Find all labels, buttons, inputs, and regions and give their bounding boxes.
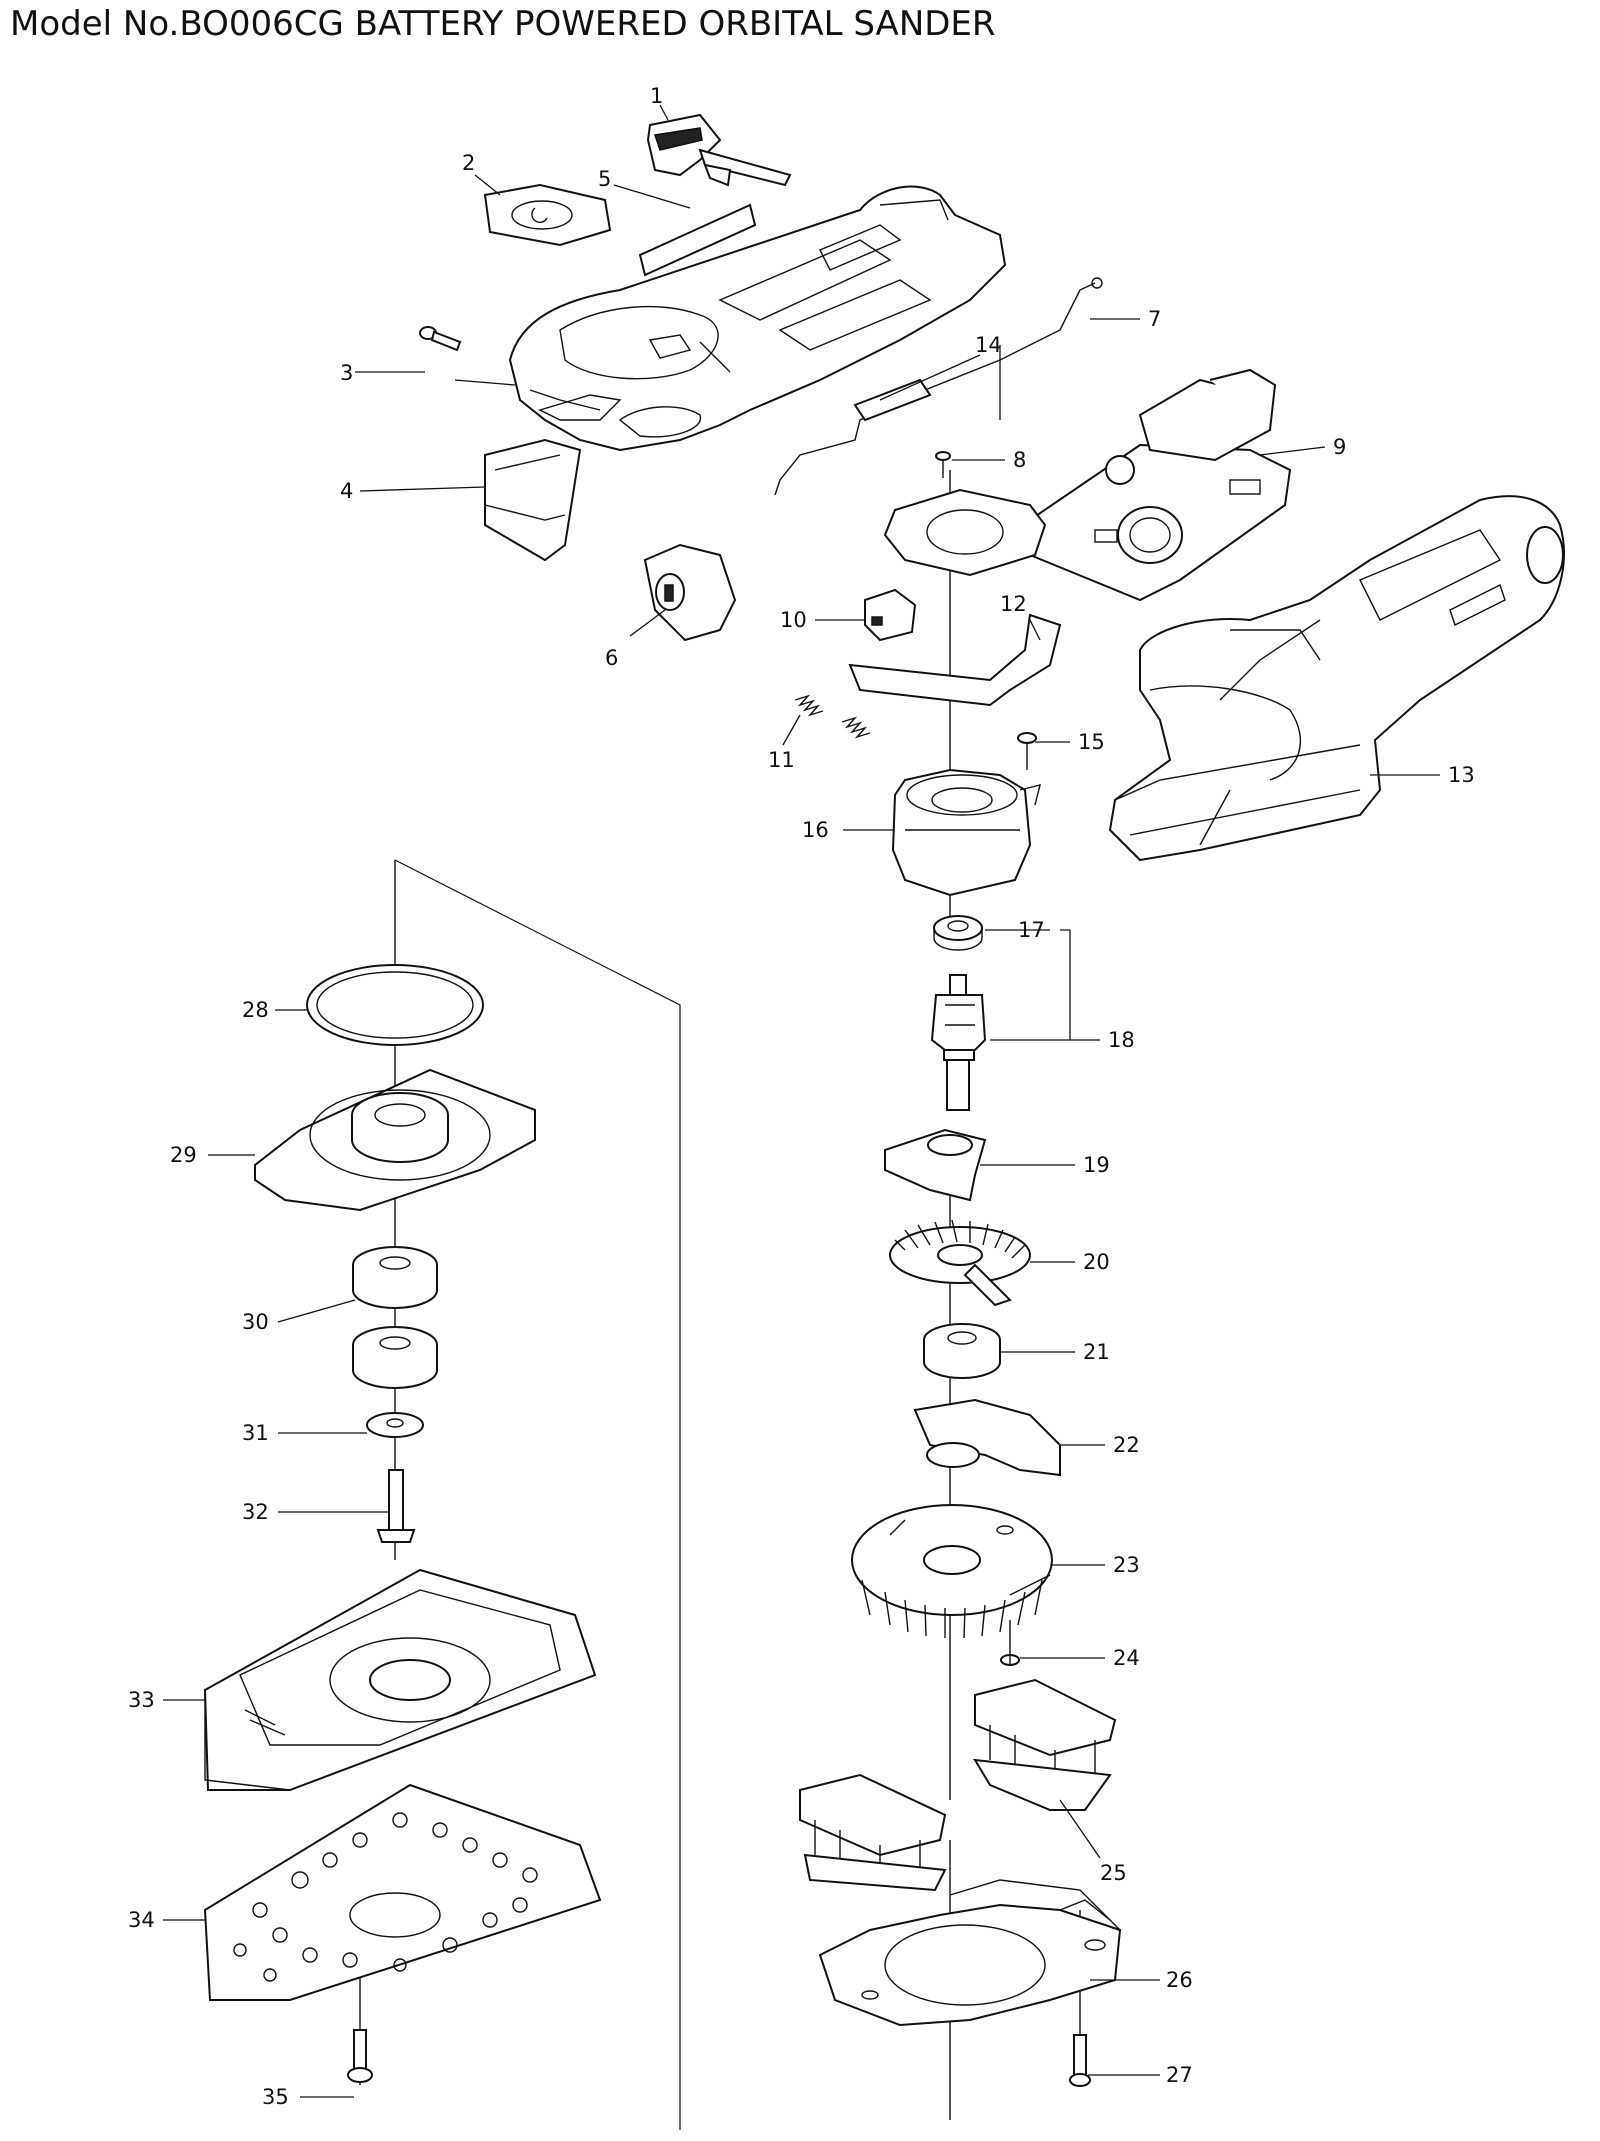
part-15-screw bbox=[1017, 732, 1037, 770]
part-27-screw bbox=[1069, 2034, 1091, 2087]
part-label-29: 29 bbox=[170, 1143, 197, 1167]
part-26-base bbox=[818, 1879, 1122, 2027]
part-1-switch-lever bbox=[646, 113, 792, 187]
part-9-circuit-board bbox=[1029, 368, 1292, 602]
part-label-15: 15 bbox=[1078, 730, 1105, 754]
part-label-23: 23 bbox=[1113, 1553, 1140, 1577]
part-label-20: 20 bbox=[1083, 1250, 1110, 1274]
part-31-washer bbox=[366, 1412, 424, 1438]
part-35-screw bbox=[347, 2029, 373, 2083]
part-label-22: 22 bbox=[1113, 1433, 1140, 1457]
part-17-bearing bbox=[933, 915, 983, 951]
part-28-ring bbox=[306, 964, 484, 1046]
part-label-17: 17 bbox=[1018, 918, 1045, 942]
part-label-9: 9 bbox=[1333, 435, 1346, 459]
part-label-10: 10 bbox=[780, 608, 807, 632]
part-number-labels: 1 2 3 4 5 6 7 8 9 10 11 12 13 14 15 16 1… bbox=[128, 84, 1475, 2109]
housing-upper-shell bbox=[508, 185, 1007, 452]
bracket-plate bbox=[883, 488, 1047, 577]
part-20-fan bbox=[889, 1219, 1031, 1307]
part-25-damper-right bbox=[973, 1678, 1117, 1811]
part-label-16: 16 bbox=[802, 818, 829, 842]
part-label-8: 8 bbox=[1013, 448, 1026, 472]
part-10-switch bbox=[864, 588, 917, 642]
part-34-abrasive-sheet bbox=[203, 1783, 602, 2001]
part-label-28: 28 bbox=[242, 998, 269, 1022]
part-label-6: 6 bbox=[605, 646, 618, 670]
part-label-11: 11 bbox=[768, 748, 795, 772]
part-6-knob-cover bbox=[643, 543, 737, 642]
part-24-screw bbox=[1000, 1650, 1020, 1666]
leader-lines bbox=[163, 104, 1440, 2098]
part-22-balancer bbox=[913, 1398, 1061, 1477]
part-8-screw bbox=[935, 451, 951, 478]
part-3-screw bbox=[419, 326, 462, 352]
part-label-13: 13 bbox=[1448, 763, 1475, 787]
part-label-26: 26 bbox=[1166, 1968, 1193, 1992]
part-label-5: 5 bbox=[598, 167, 611, 191]
part-30-bearing-upper bbox=[352, 1246, 438, 1309]
part-label-35: 35 bbox=[262, 2085, 289, 2109]
part-label-4: 4 bbox=[340, 479, 353, 503]
part-23-fan-plate bbox=[851, 1504, 1053, 1639]
part-32-screw bbox=[376, 1469, 416, 1543]
part-label-21: 21 bbox=[1083, 1340, 1110, 1364]
part-label-2: 2 bbox=[462, 151, 475, 175]
part-16-stator bbox=[891, 768, 1041, 897]
part-13-housing-body bbox=[1108, 495, 1565, 862]
part-label-14: 14 bbox=[975, 333, 1002, 357]
part-30-bearing-lower bbox=[352, 1326, 438, 1389]
part-label-25: 25 bbox=[1100, 1861, 1127, 1885]
part-label-1: 1 bbox=[650, 84, 663, 108]
part-label-33: 33 bbox=[128, 1688, 155, 1712]
part-18-rotor bbox=[930, 974, 987, 1111]
part-label-7: 7 bbox=[1148, 307, 1161, 331]
part-29-pad-holder bbox=[254, 1068, 536, 1212]
part-19-fan-guide bbox=[884, 1128, 987, 1202]
part-label-30: 30 bbox=[242, 1310, 269, 1334]
part-2-button-cap bbox=[483, 183, 612, 247]
part-33-pad-base bbox=[203, 1568, 597, 1791]
part-25-damper-left bbox=[799, 1773, 947, 1892]
part-4-rear-cover bbox=[484, 438, 582, 562]
part-21-bearing bbox=[923, 1323, 1001, 1379]
part-11-springs bbox=[794, 694, 871, 739]
page-title: Model No.BO006CG BATTERY POWERED ORBITAL… bbox=[10, 4, 996, 44]
part-label-34: 34 bbox=[128, 1908, 155, 1932]
part-label-3: 3 bbox=[340, 361, 353, 385]
part-14-label bbox=[853, 378, 932, 422]
part-label-32: 32 bbox=[242, 1500, 269, 1524]
part-label-12: 12 bbox=[1000, 592, 1027, 616]
part-5-label bbox=[638, 203, 757, 277]
part-label-31: 31 bbox=[242, 1421, 269, 1445]
part-label-19: 19 bbox=[1083, 1153, 1110, 1177]
part-12-holder bbox=[848, 613, 1062, 707]
part-label-18: 18 bbox=[1108, 1028, 1135, 1052]
part-label-24: 24 bbox=[1113, 1646, 1140, 1670]
part-label-27: 27 bbox=[1166, 2063, 1193, 2087]
